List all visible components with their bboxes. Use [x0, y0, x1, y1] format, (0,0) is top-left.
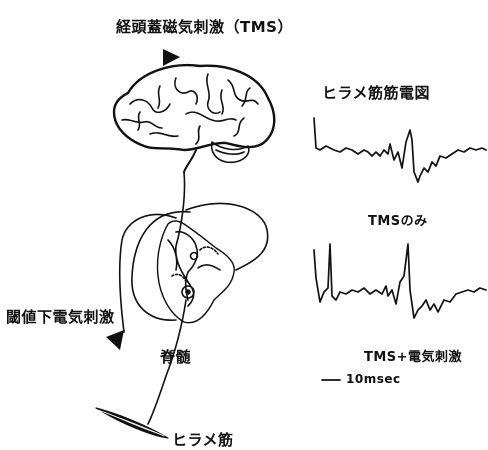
spinal-cord-icon: [157, 221, 234, 323]
emg-trace-tms-electric: [314, 244, 486, 318]
label-soleus: ヒラメ筋: [172, 429, 234, 450]
label-spinal-cord: 脊髄: [160, 346, 191, 367]
tms-arrow-icon: [163, 49, 180, 66]
label-scale: 10msec: [346, 372, 401, 386]
emg-trace-tms-only: [314, 118, 486, 182]
outer-loop-left: [132, 212, 190, 321]
soleus-muscle-icon: [96, 408, 168, 438]
outer-loop-right: [186, 203, 268, 270]
brain-icon: [114, 65, 274, 172]
label-emg-title: ヒラメ筋筋電図: [322, 82, 430, 103]
label-tms-plus-electric: TMS+電気刺激: [364, 346, 462, 365]
label-tms: 経頭蓋磁気刺激（TMS）: [116, 16, 293, 37]
electric-stim-arrow-icon: [106, 330, 124, 350]
label-subthreshold-stim: 閾値下電気刺激: [6, 306, 115, 327]
label-tms-only: TMSのみ: [368, 210, 428, 229]
